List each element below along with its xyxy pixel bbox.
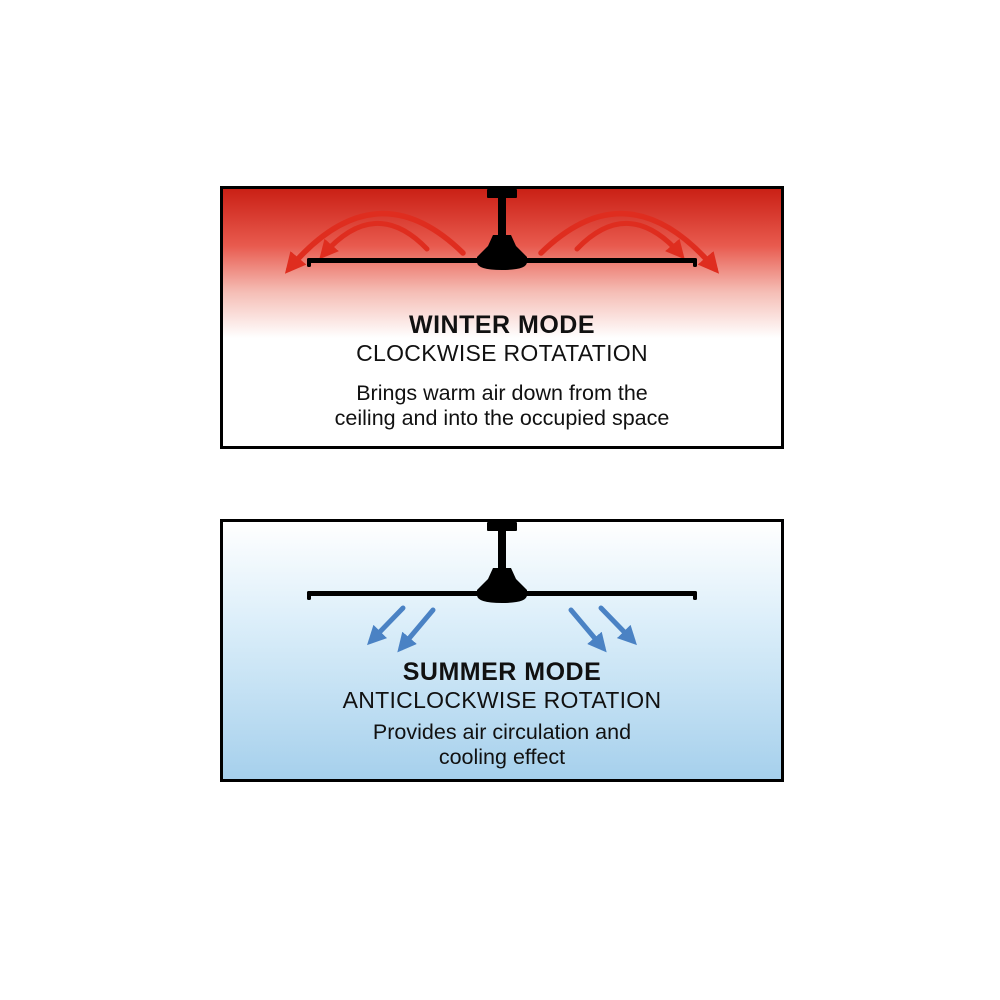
ceiling-fan-icon [307,522,697,603]
winter-description-line1: Brings warm air down from the [356,381,648,405]
winter-fan-illustration [284,189,720,274]
summer-mode-title: SUMMER MODE [402,658,602,686]
summer-fan-illustration [307,522,697,653]
summer-mode-subtitle: ANTICLOCKWISE ROTATION [342,687,662,713]
summer-mode-panel: SUMMER MODE ANTICLOCKWISE ROTATION Provi… [220,519,784,782]
winter-mode-panel: WINTER MODE CLOCKWISE ROTATATION Brings … [220,186,784,449]
summer-mode-description: Provides air circulation and cooling eff… [223,720,781,771]
winter-airflow-arrows [284,210,720,274]
winter-mode-subtitle: CLOCKWISE ROTATATION [356,340,648,366]
winter-mode-description: Brings warm air down from the ceiling an… [223,381,781,432]
winter-description-line2: ceiling and into the occupied space [334,406,670,431]
winter-mode-title: WINTER MODE [408,311,596,339]
summer-description-line1: Provides air circulation and [372,720,632,744]
ceiling-fan-icon [307,189,697,270]
summer-airflow-arrows [367,605,637,653]
summer-description-line2: cooling effect [438,745,566,770]
